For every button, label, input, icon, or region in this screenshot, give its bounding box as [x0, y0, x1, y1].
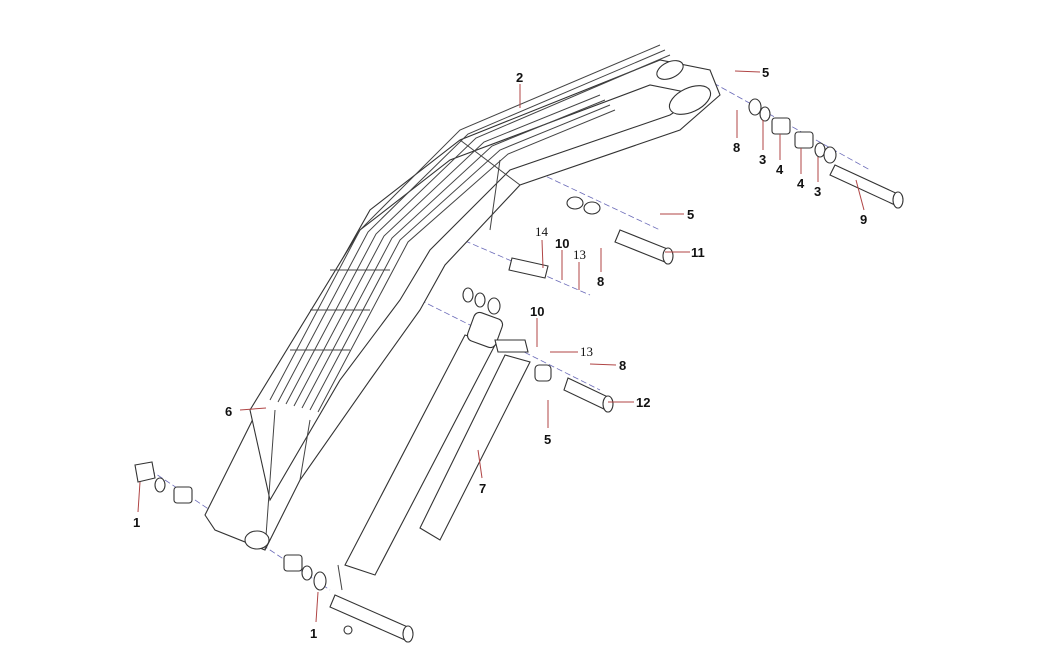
callout-13: 13	[550, 344, 593, 359]
svg-text:3: 3	[759, 152, 766, 167]
svg-text:13: 13	[573, 247, 586, 262]
svg-text:1: 1	[310, 626, 317, 641]
callout-10: 10	[555, 236, 569, 280]
callout-14: 14	[535, 224, 549, 269]
svg-text:12: 12	[636, 395, 650, 410]
svg-text:4: 4	[776, 162, 784, 177]
svg-text:5: 5	[544, 432, 551, 447]
callout-5: 5	[660, 207, 694, 222]
svg-text:2: 2	[516, 70, 523, 85]
svg-text:14: 14	[535, 224, 549, 239]
svg-text:8: 8	[597, 274, 604, 289]
svg-text:6: 6	[225, 404, 232, 419]
callout-2: 2	[516, 70, 523, 108]
boom-body	[204, 59, 721, 551]
callout-3: 3	[814, 157, 821, 199]
svg-text:10: 10	[530, 304, 544, 319]
callout-5: 5	[734, 65, 769, 80]
callout-6: 6	[225, 404, 267, 419]
callout-1: 1	[133, 481, 141, 530]
callout-9: 9	[855, 179, 867, 227]
callouts: 2 5 8 3 4 4 3 9 5 11 14 10 13 8 10 13 8 …	[133, 65, 867, 641]
callout-7: 7	[477, 449, 486, 496]
pins-and-bushings	[134, 98, 904, 643]
cylinder	[344, 311, 531, 576]
callout-1: 1	[310, 591, 319, 641]
callout-11: 11	[665, 245, 705, 260]
callout-8: 8	[733, 110, 740, 155]
svg-text:3: 3	[814, 184, 821, 199]
svg-text:9: 9	[860, 212, 867, 227]
callout-5: 5	[544, 400, 551, 447]
hydraulic-tubes	[269, 44, 671, 413]
callout-8: 8	[589, 358, 626, 373]
svg-text:5: 5	[687, 207, 694, 222]
svg-text:13: 13	[580, 344, 593, 359]
svg-text:10: 10	[555, 236, 569, 251]
callout-4: 4	[797, 148, 805, 191]
svg-text:5: 5	[762, 65, 769, 80]
callout-3: 3	[759, 120, 766, 167]
callout-12: 12	[608, 395, 650, 410]
svg-text:1: 1	[133, 515, 140, 530]
svg-text:8: 8	[619, 358, 626, 373]
svg-text:11: 11	[691, 245, 705, 260]
callout-13: 13	[573, 247, 586, 290]
callout-4: 4	[776, 134, 784, 177]
callout-8: 8	[597, 248, 604, 289]
callout-10: 10	[530, 304, 544, 347]
svg-text:4: 4	[797, 176, 805, 191]
svg-text:7: 7	[479, 481, 486, 496]
svg-text:8: 8	[733, 140, 740, 155]
